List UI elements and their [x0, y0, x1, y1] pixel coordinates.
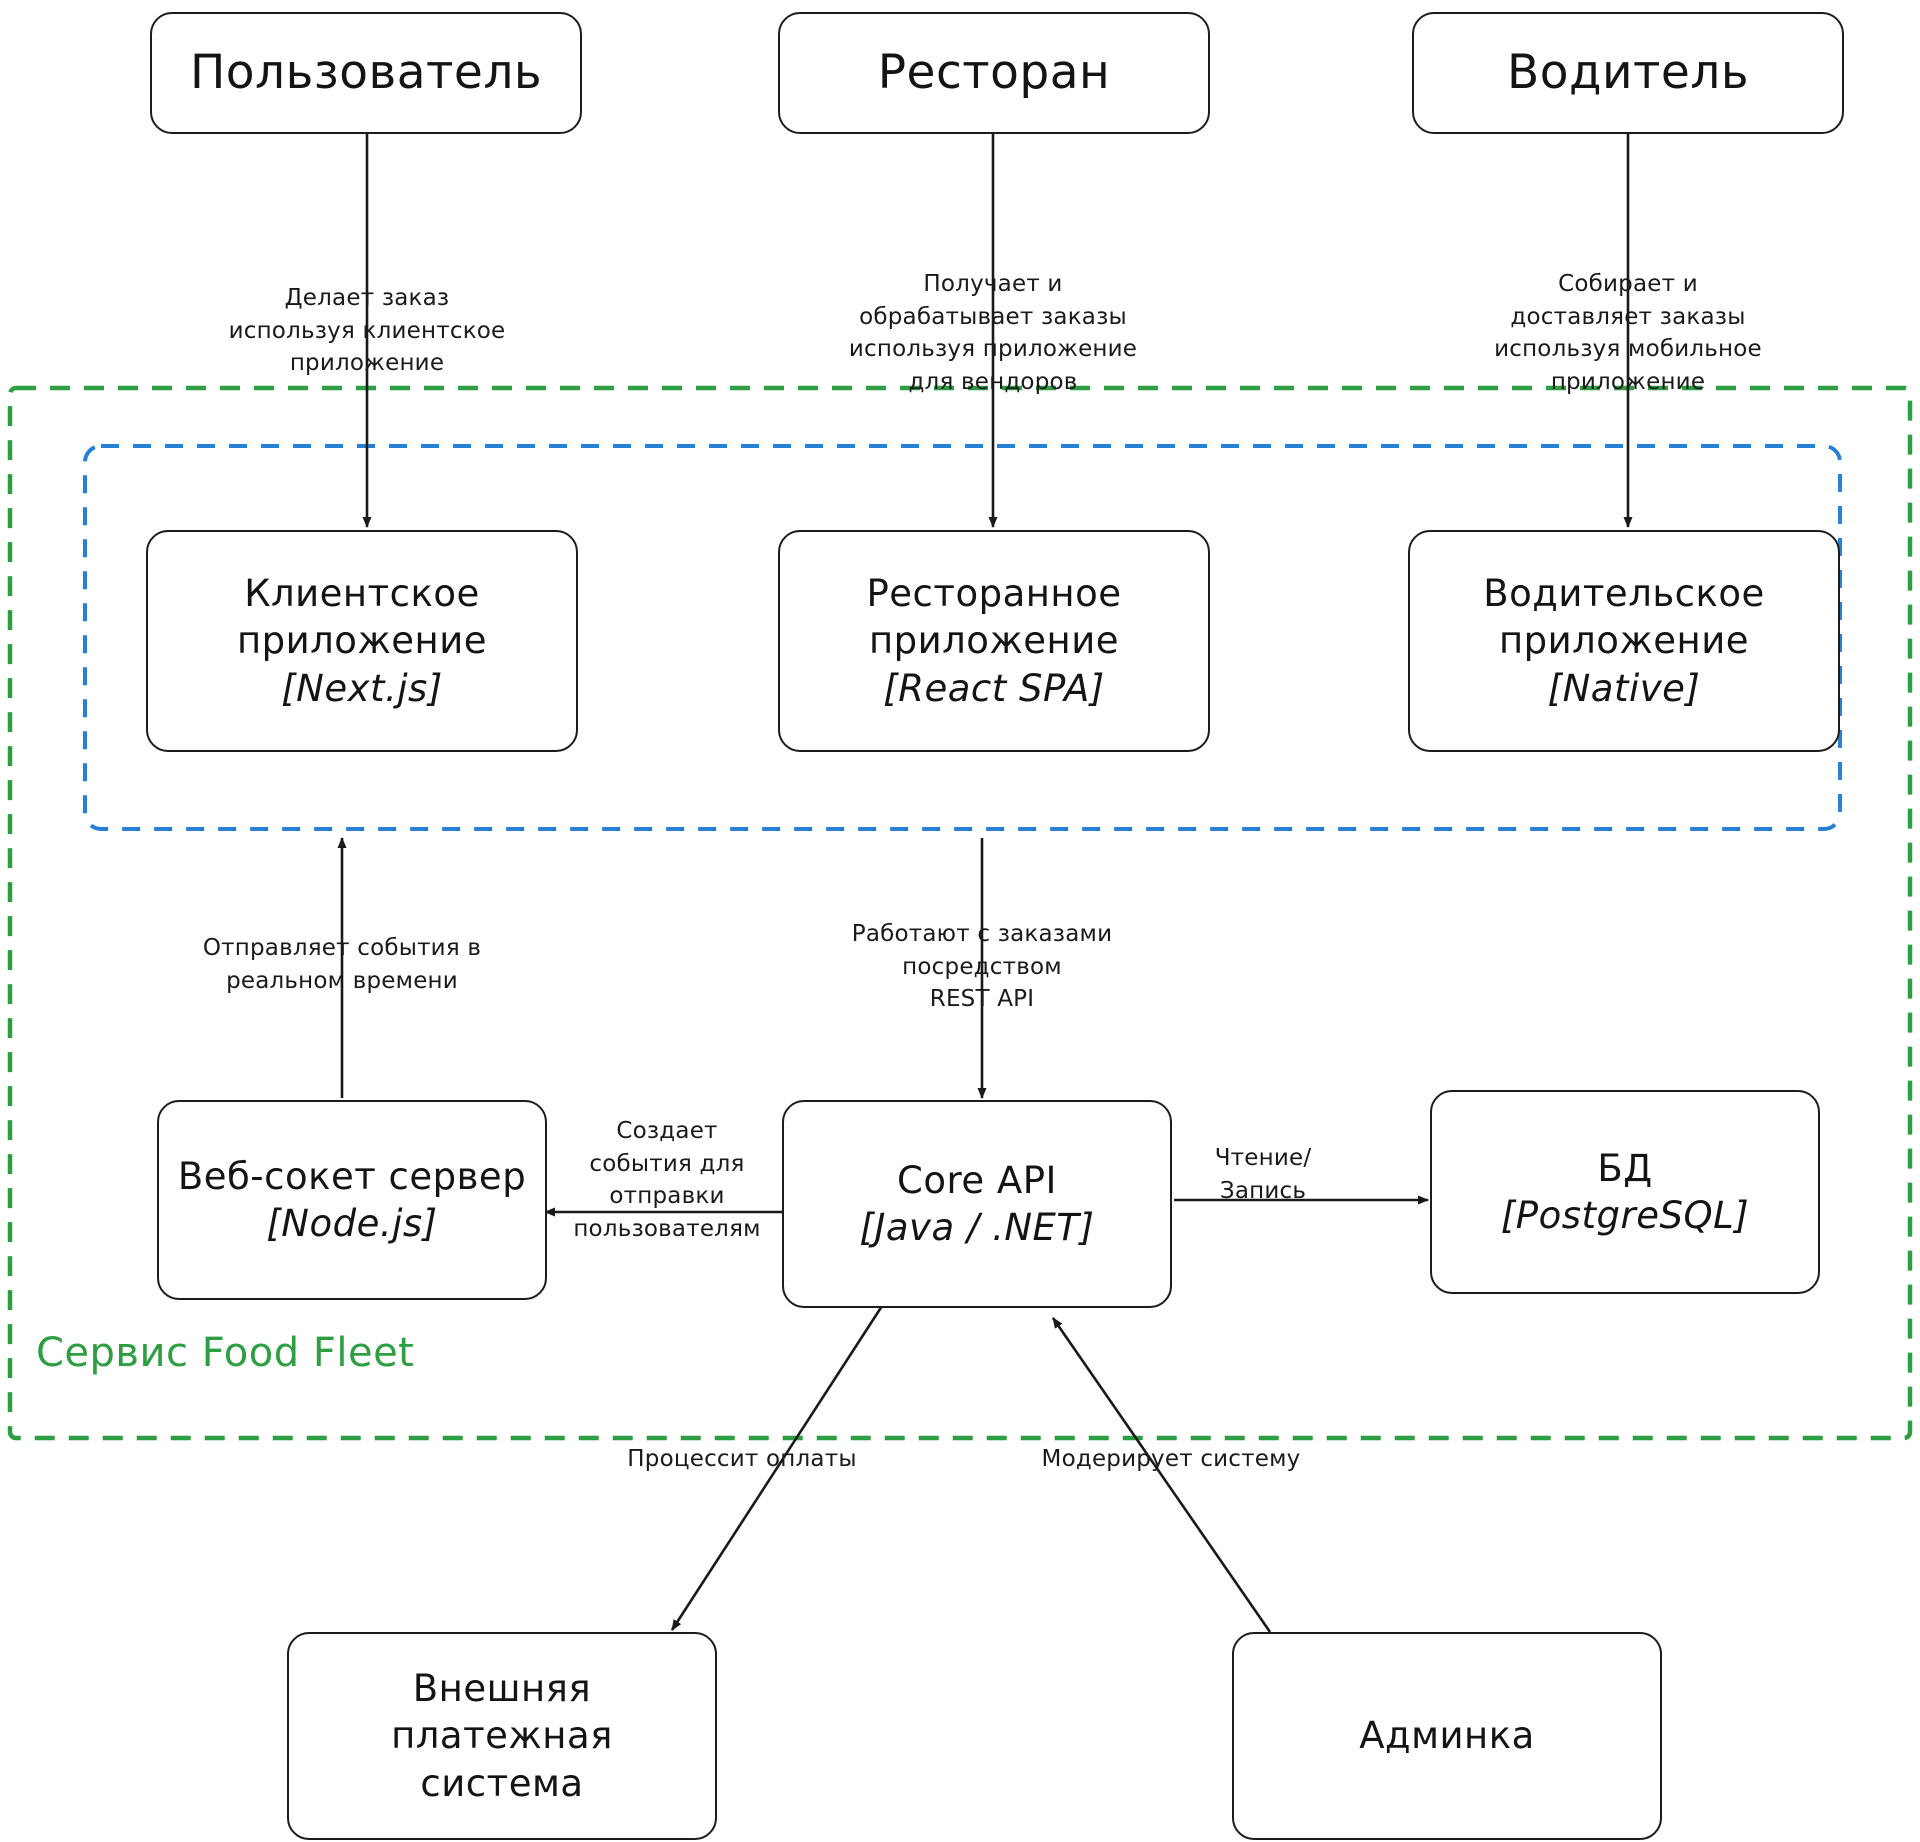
node-client-app-tech: [Next.js]: [281, 666, 443, 710]
node-websocket-server-tech: [Node.js]: [266, 1202, 438, 1245]
edge-label-core-to-ws: Создает события для отправки пользовател…: [573, 1118, 761, 1242]
node-restaurant-app[interactable]: Ресторанное приложение [React SPA]: [778, 530, 1210, 752]
node-restaurant-app-title: Ресторанное приложение: [866, 571, 1122, 663]
edge-label-core-to-payments: Процессит оплаты: [627, 1446, 857, 1472]
node-payment-system-title: Внешняя платежная система: [391, 1666, 613, 1805]
node-user-title: Пользователь: [189, 44, 543, 100]
node-restaurant[interactable]: Ресторан: [778, 12, 1210, 134]
edge-label-apps-to-core: Работают с заказами посредством REST API: [851, 921, 1113, 1013]
node-user[interactable]: Пользователь: [150, 12, 582, 134]
node-driver-app-title: Водительское приложение: [1483, 571, 1765, 663]
node-core-api-title: Core API: [897, 1158, 1057, 1202]
edge-label-core-to-db: Чтение/ Запись: [1214, 1145, 1312, 1204]
node-core-api[interactable]: Core API [Java / .NET]: [782, 1100, 1172, 1308]
node-restaurant-app-tech: [React SPA]: [883, 666, 1105, 710]
node-driver-app[interactable]: Водительское приложение [Native]: [1408, 530, 1840, 752]
node-admin-panel[interactable]: Админка: [1232, 1632, 1662, 1840]
node-client-app[interactable]: Клиентское приложение [Next.js]: [146, 530, 578, 752]
edge-label-restaurant-to-restapp: Получает и обрабатывает заказы используя…: [848, 271, 1138, 395]
edge-label-admin-to-core: Модерирует систему: [1041, 1446, 1301, 1472]
node-admin-panel-title: Админка: [1359, 1714, 1535, 1758]
node-database[interactable]: БД [PostgreSQL]: [1430, 1090, 1820, 1294]
edge-label-ws-to-client: Отправляет события в реальном времени: [202, 935, 482, 994]
node-client-app-title: Клиентское приложение: [236, 571, 488, 663]
node-websocket-server[interactable]: Веб-сокет сервер [Node.js]: [157, 1100, 547, 1300]
node-payment-system[interactable]: Внешняя платежная система: [287, 1632, 717, 1840]
node-driver[interactable]: Водитель: [1412, 12, 1844, 134]
system-boundary-label: Сервис Food Fleet: [36, 1330, 415, 1376]
node-websocket-server-title: Веб-сокет сервер: [177, 1154, 527, 1198]
edge-label-user-to-client: Делает заказ используя клиентское прилож…: [228, 285, 506, 377]
node-driver-title: Водитель: [1506, 44, 1750, 100]
node-driver-app-tech: [Native]: [1547, 666, 1701, 710]
node-database-title: БД: [1597, 1146, 1653, 1190]
edge-label-driver-to-driverapp: Собирает и доставляет заказы используя м…: [1494, 271, 1762, 395]
node-database-tech: [PostgreSQL]: [1500, 1194, 1750, 1237]
node-core-api-tech: [Java / .NET]: [859, 1206, 1095, 1249]
node-restaurant-title: Ресторан: [877, 44, 1111, 100]
